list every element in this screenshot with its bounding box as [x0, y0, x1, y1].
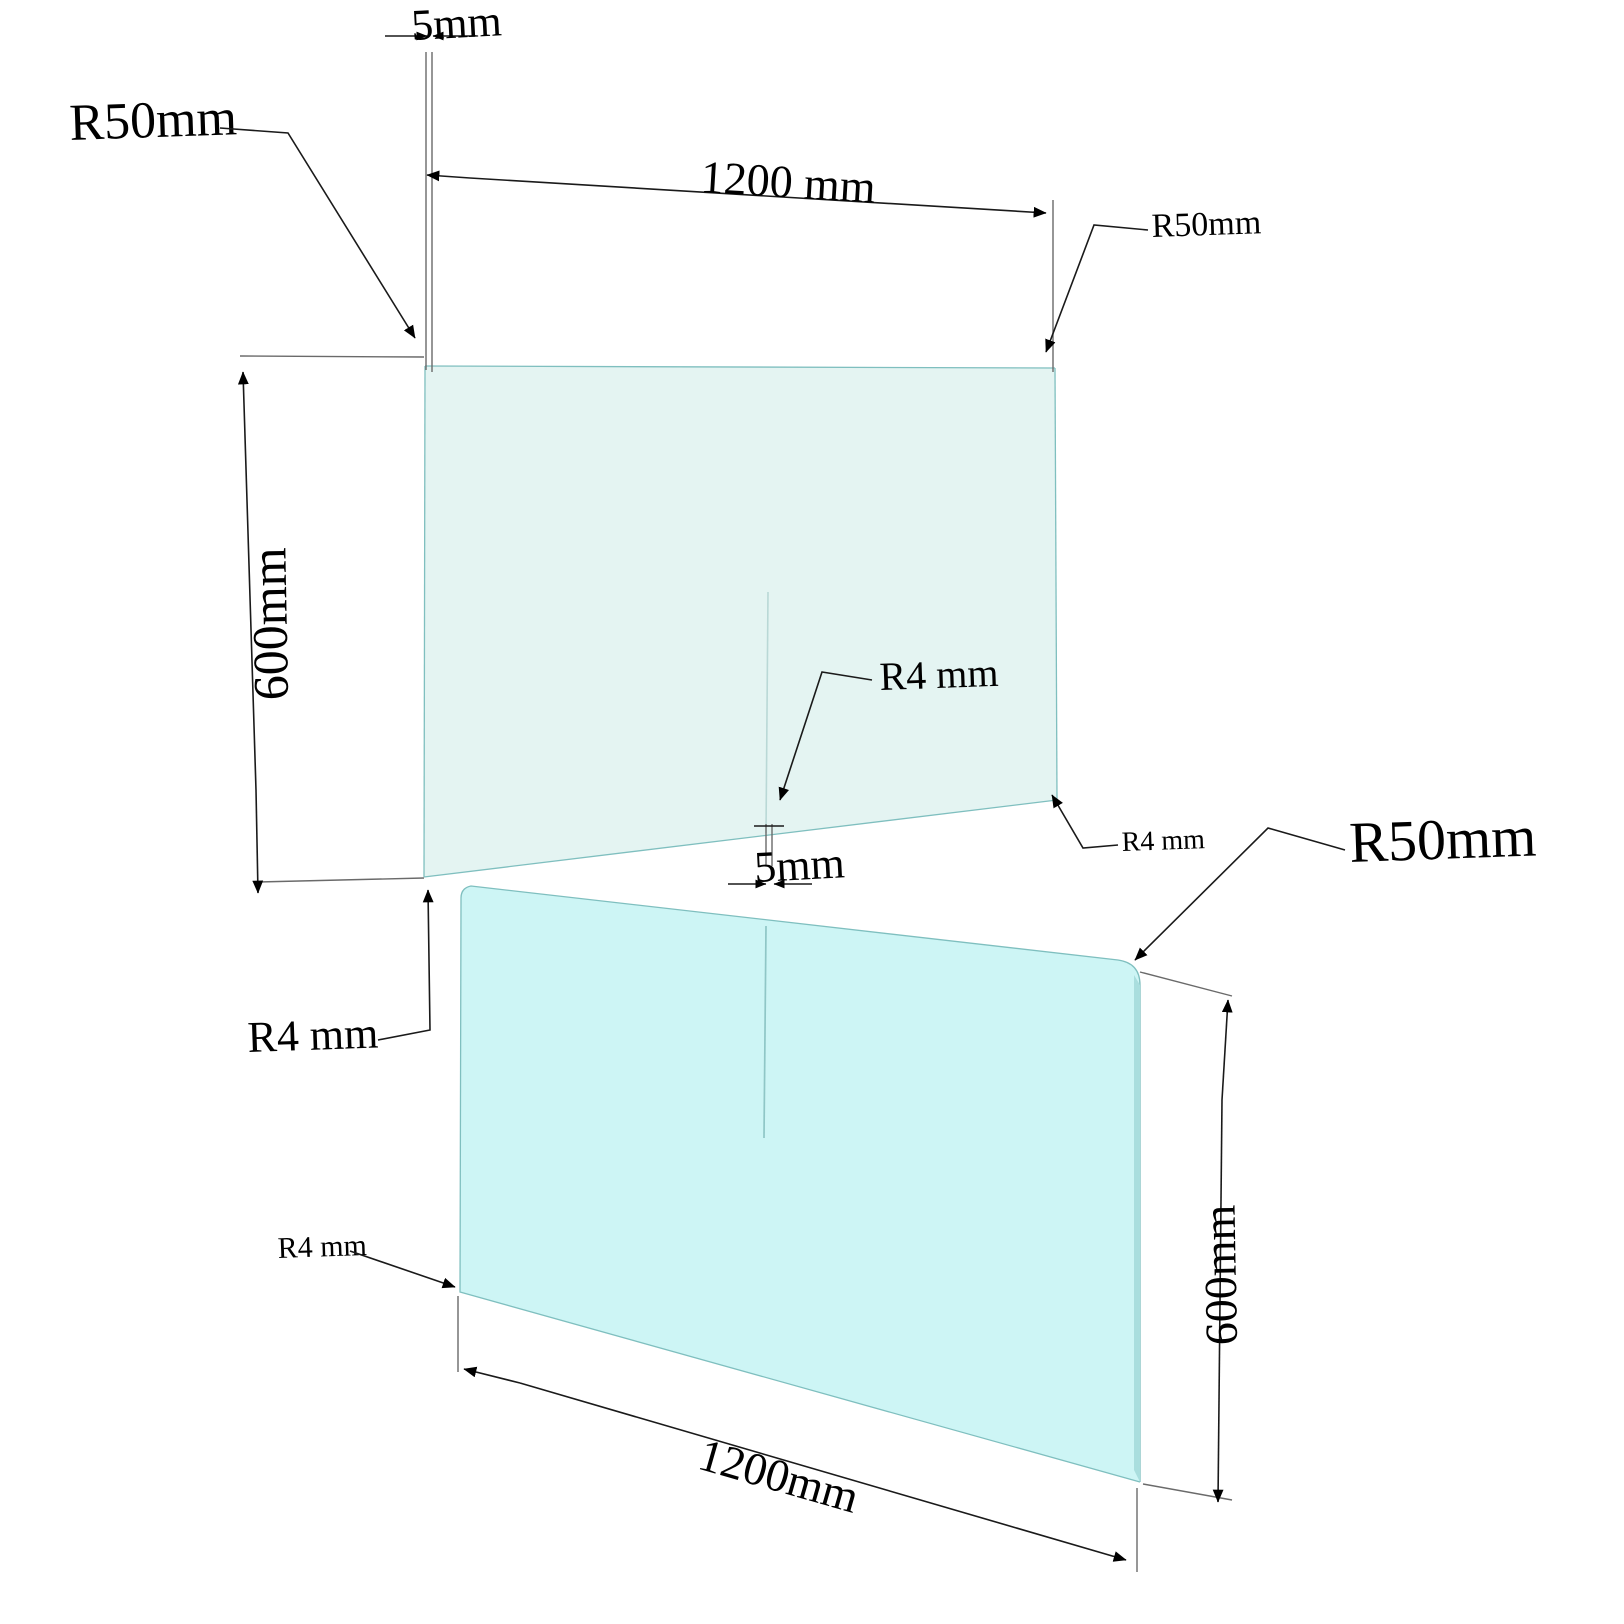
height-left-extension-bottom [257, 877, 425, 883]
width-bottom-arrow-right [519, 1382, 1127, 1562]
height-right-arrow-down [1212, 1099, 1224, 1503]
height-left-arrow-down [252, 789, 264, 894]
r4-lower-left-leader-line [349, 1250, 456, 1289]
upper-panel-face [424, 366, 1057, 877]
r50-right-leader-line [1134, 827, 1346, 961]
upper-panel-right-edge [1054, 367, 1058, 801]
lower-panel-thickness-sliver [1134, 975, 1140, 1482]
leader-r4-center: R4 mm [778, 650, 999, 801]
leader-r50-right: R50mm [1134, 804, 1537, 961]
upper-panel-bottom-edge [423, 799, 1058, 878]
lower-panel [459, 885, 1141, 1483]
r4-mid-left-leader-line [377, 889, 434, 1041]
leader-r4-mid-right: R4 mm [1051, 794, 1206, 858]
width-top-label: 1200 mm [699, 151, 877, 213]
leader-r4-lower-left: R4 mm [277, 1229, 456, 1289]
height-right-extension-top [1139, 971, 1233, 997]
r4-mid-right-leader-line [1051, 794, 1119, 849]
r50-top-right-label: R50mm [1151, 204, 1262, 245]
r4-lower-left-label: R4 mm [277, 1229, 367, 1265]
r50-top-left-leader-line [219, 127, 416, 339]
width-top-arrow-right [469, 177, 1047, 218]
dim-height-left: 600mm [237, 355, 425, 894]
upper-panel [423, 365, 1058, 878]
width-bottom-label: 1200mm [693, 1429, 864, 1523]
upper-panel-left-edge [423, 365, 426, 878]
upper-panel-seam-line [765, 591, 769, 834]
leader-r50-top-left: R50mm [68, 89, 416, 339]
lower-panel-outline-bottom-left [459, 897, 1141, 1483]
lower-panel-outline-top-right [460, 885, 1141, 1482]
r4-mid-right-label: R4 mm [1121, 824, 1205, 858]
lower-panel-face [460, 886, 1140, 1482]
r50-top-right-leader-line [1045, 224, 1149, 353]
dim-width-top: 1200 mm [426, 151, 1054, 372]
r4-mid-left-label: R4 mm [247, 1008, 379, 1062]
height-left-extension-top [239, 355, 425, 358]
width-top-arrow-left [426, 170, 471, 182]
r50-top-left-label: R50mm [68, 89, 237, 152]
r50-right-label: R50mm [1348, 804, 1537, 875]
thickness-top-label: 5mm [410, 0, 503, 50]
lower-panel-seam-line [763, 925, 767, 1139]
leader-r4-mid-left: R4 mm [247, 889, 434, 1062]
leader-r50-top-right: R50mm [1045, 204, 1262, 353]
height-left-label: 600mm [240, 547, 299, 701]
thickness-center-label: 5mm [753, 838, 846, 892]
height-left-arrow-up [237, 371, 257, 791]
r4-center-leader-line [778, 671, 873, 801]
height-right-label: 600mm [1194, 1204, 1247, 1346]
height-right-arrow-up [1221, 999, 1233, 1101]
dim-thickness-center: 5mm [728, 824, 846, 892]
width-bottom-arrow-left [463, 1366, 521, 1384]
r4-center-label: R4 mm [879, 650, 999, 699]
upper-panel-top-edge [424, 365, 1056, 369]
dim-thickness-top: 5mm [385, 0, 503, 372]
dim-height-right: 600mm [1139, 971, 1247, 1503]
